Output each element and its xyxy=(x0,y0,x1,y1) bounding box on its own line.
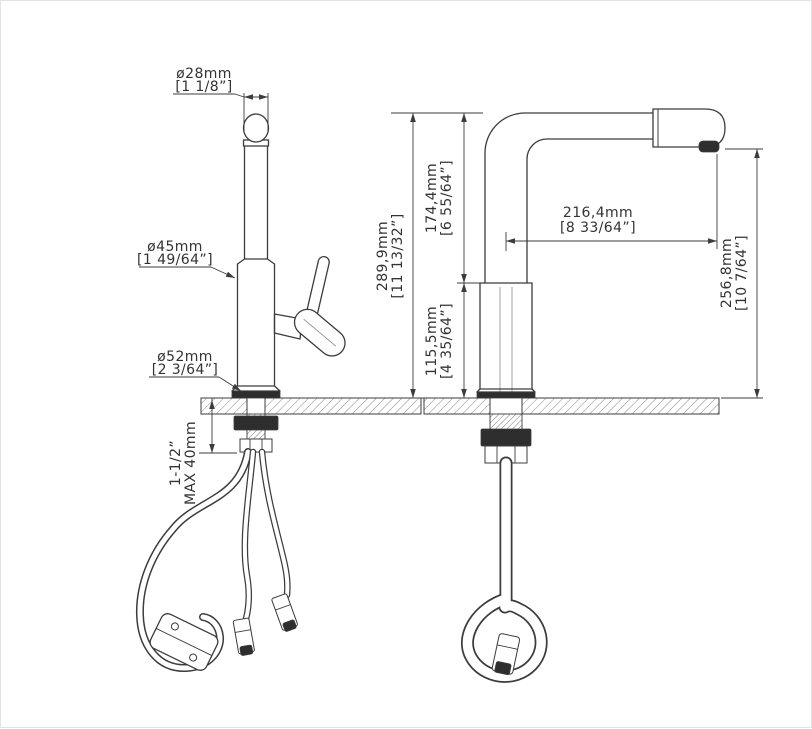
label-spray-height-mm: 256,8mm xyxy=(719,238,735,308)
front-mounting-bracket xyxy=(233,415,279,431)
dim-top-diameter: ø28mm [1 1/8”] xyxy=(173,66,269,131)
label-total-height-mm: 289,9mm xyxy=(375,221,391,291)
side-body-cylinder xyxy=(479,282,533,390)
side-under-counter xyxy=(460,413,548,683)
hose-weight xyxy=(149,613,219,671)
faucet-front-view xyxy=(231,113,346,399)
label-spout-reach-inch: [8 33/64”] xyxy=(560,220,636,236)
top-cap xyxy=(242,113,270,143)
neck-tube xyxy=(243,145,269,260)
base-gasket xyxy=(231,390,281,399)
label-body-diameter-inch: [1 49/64”] xyxy=(137,252,213,268)
spray-nozzle xyxy=(698,140,720,153)
dim-deck-thickness: 1-1/2” MAX 40mm xyxy=(168,398,237,505)
dim-upper-lower-height: 174,4mm [6 55/64”] 115,5mm [4 35/64”] xyxy=(424,113,485,398)
side-base-gasket xyxy=(476,391,536,399)
supply-fitting-right xyxy=(271,593,298,632)
dim-spout-reach: 216,4mm [8 33/64”] xyxy=(505,154,718,251)
front-under-counter xyxy=(135,413,298,673)
label-lower-height-mm: 115,5mm xyxy=(424,306,440,376)
label-base-diameter-mm: ø52mm xyxy=(157,349,213,365)
side-hose-fitting xyxy=(491,633,521,676)
label-spray-height-inch: [10 7/64”] xyxy=(734,235,750,311)
dim-base-diameter: ø52mm [2 3/64”] xyxy=(149,349,242,392)
label-upper-height-mm: 174,4mm xyxy=(424,163,440,233)
label-deck-thickness-2: MAX 40mm xyxy=(183,421,199,505)
label-deck-thickness-1: 1-1/2” xyxy=(168,440,184,486)
faucet-side-view xyxy=(476,108,726,399)
internal-hose-lines xyxy=(499,287,513,397)
label-spout-reach-mm: 216,4mm xyxy=(563,205,633,221)
handle-pivot xyxy=(293,308,346,357)
label-top-diameter-inch: [1 1/8”] xyxy=(175,79,232,95)
label-base-diameter-inch: [2 3/64”] xyxy=(152,362,219,378)
label-body-diameter-mm: ø45mm xyxy=(147,239,203,255)
label-upper-height-inch: [6 55/64”] xyxy=(439,160,455,236)
dimensions: ø28mm [1 1/8”] ø45mm [1 49/64”] ø52mm [2… xyxy=(137,66,763,505)
dim-total-height: 289,9mm [11 13/32”] xyxy=(375,112,483,399)
body-cylinder xyxy=(236,263,276,387)
spout-inner xyxy=(526,138,654,284)
side-mounting-bracket xyxy=(480,428,532,447)
dim-body-diameter: ø45mm [1 49/64”] xyxy=(137,239,236,279)
spout-outer xyxy=(484,112,654,284)
label-top-diameter-mm: ø28mm xyxy=(176,66,232,82)
supply-fitting-left xyxy=(232,617,255,656)
label-lower-height-inch: [4 35/64”] xyxy=(439,303,455,379)
dim-spray-height: 256,8mm [10 7/64”] xyxy=(719,148,763,399)
label-total-height-inch: [11 13/32”] xyxy=(390,213,406,298)
countertop xyxy=(200,397,720,415)
